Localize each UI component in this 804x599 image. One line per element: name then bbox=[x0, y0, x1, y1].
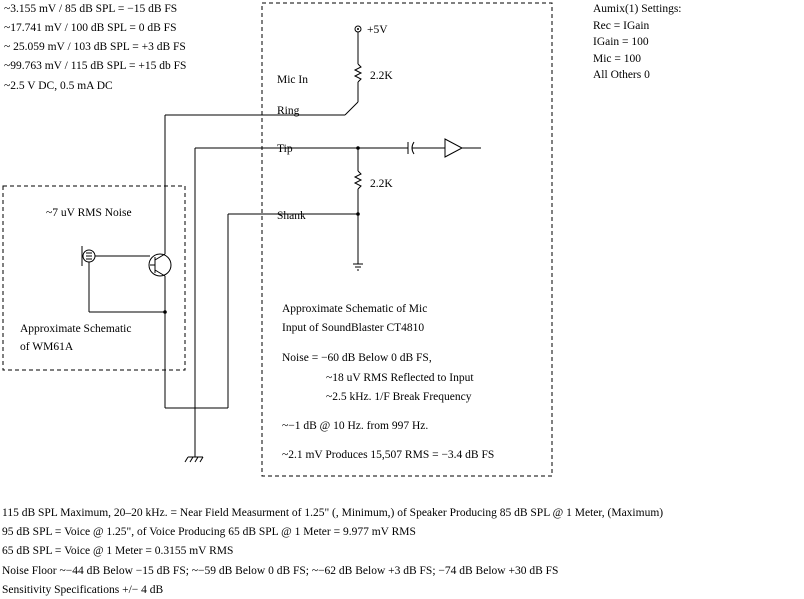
mic-caption: of WM61A bbox=[20, 341, 74, 353]
aumix-line: IGain = 100 bbox=[593, 36, 649, 48]
shank-path bbox=[227, 213, 358, 408]
mic-caption: Approximate Schematic bbox=[20, 323, 131, 335]
bottom-notes: 115 dB SPL Maximum, 20–20 kHz. = Near Fi… bbox=[2, 507, 663, 596]
amplifier-triangle bbox=[444, 138, 464, 158]
freq-note: ~−1 dB @ 10 Hz. from 997 Hz. bbox=[282, 420, 428, 432]
rms-note: ~2.1 mV Produces 15,507 RMS = −3.4 dB FS bbox=[282, 449, 494, 461]
aumix-settings: Aumix(1) Settings: Rec = IGain IGain = 1… bbox=[593, 3, 682, 81]
mic-noise-label: ~7 uV RMS Noise bbox=[46, 207, 132, 219]
resistor-top: 2.2K bbox=[344, 32, 393, 116]
shank-label: Shank bbox=[277, 210, 306, 222]
mic-in-label: Mic In bbox=[277, 74, 308, 86]
top-left-notes: ~3.155 mV / 85 dB SPL = −15 dB FS ~17.74… bbox=[4, 3, 186, 92]
note-line: ~3.155 mV / 85 dB SPL = −15 dB FS bbox=[4, 3, 177, 15]
noise-note: ~18 uV RMS Reflected to Input bbox=[326, 372, 474, 384]
note-line: ~99.763 mV / 115 dB SPL = +15 db FS bbox=[4, 60, 186, 72]
noise-note: ~2.5 kHz. 1/F Break Frequency bbox=[326, 391, 472, 403]
bottom-note-line: Noise Floor ~−44 dB Below −15 dB FS; ~−5… bbox=[2, 565, 558, 577]
bottom-note-line: Sensitivity Specifications +/− 4 dB bbox=[2, 584, 164, 596]
resistor-bottom: 2.2K bbox=[353, 148, 393, 264]
aumix-line: All Others 0 bbox=[593, 69, 650, 81]
tip-label: Tip bbox=[277, 143, 293, 155]
supply-symbol: +5V bbox=[354, 24, 388, 36]
ground-icon bbox=[353, 263, 363, 271]
tip-path bbox=[195, 138, 481, 158]
soundcard-notes: Approximate Schematic of Mic Input of So… bbox=[282, 303, 494, 461]
note-line: ~ 25.059 mV / 103 dB SPL = +3 dB FS bbox=[4, 41, 186, 53]
supply-label: +5V bbox=[367, 24, 388, 36]
soundcard-caption: Input of SoundBlaster CT4810 bbox=[282, 322, 424, 334]
bottom-note-line: 65 dB SPL = Voice @ 1 Meter = 0.3155 mV … bbox=[2, 545, 233, 557]
fet-transistor-icon bbox=[148, 253, 172, 277]
microphone-icon bbox=[81, 246, 167, 314]
bottom-note-line: 115 dB SPL Maximum, 20–20 kHz. = Near Fi… bbox=[2, 507, 663, 519]
noise-note: Noise = −60 dB Below 0 dB FS, bbox=[282, 352, 432, 364]
soundcard-box bbox=[261, 2, 553, 477]
soundcard-caption: Approximate Schematic of Mic bbox=[282, 303, 427, 315]
bottom-note-line: 95 dB SPL = Voice @ 1.25", of Voice Prod… bbox=[2, 526, 416, 538]
note-line: ~17.741 mV / 100 dB SPL = 0 dB FS bbox=[4, 22, 176, 34]
ground-icon bbox=[184, 456, 204, 463]
resistor-bottom-label: 2.2K bbox=[370, 178, 393, 190]
aumix-line: Mic = 100 bbox=[593, 53, 641, 65]
note-line: ~2.5 V DC, 0.5 mA DC bbox=[4, 80, 113, 92]
mic-box bbox=[2, 185, 186, 371]
resistor-top-label: 2.2K bbox=[370, 70, 393, 82]
aumix-title: Aumix(1) Settings: bbox=[593, 3, 682, 15]
ring-label: Ring bbox=[277, 105, 300, 117]
aumix-line: Rec = IGain bbox=[593, 20, 650, 32]
